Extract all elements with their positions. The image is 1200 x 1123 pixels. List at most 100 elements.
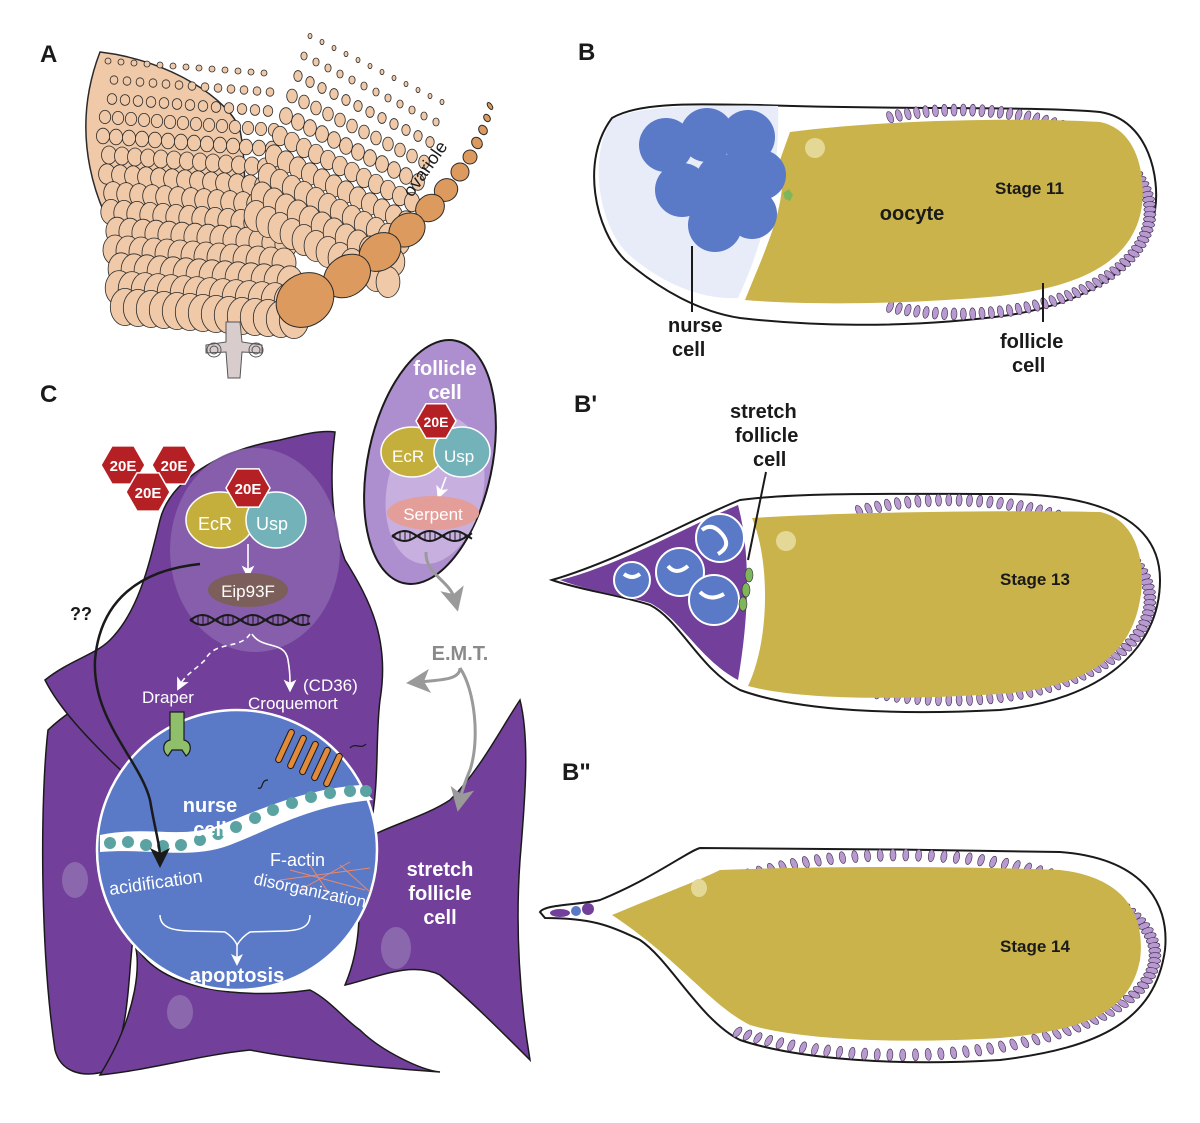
ovary-egg-chambers xyxy=(96,33,445,339)
lysosome xyxy=(175,839,187,851)
stretch-cell-pointer xyxy=(747,471,767,561)
lysosome xyxy=(324,787,336,799)
usp-label: Usp xyxy=(444,447,474,466)
usp-receptor xyxy=(433,426,491,478)
hormone-label: 20E xyxy=(424,414,449,430)
cd36-label: (CD36) xyxy=(303,676,358,695)
panel-c-label: C xyxy=(40,381,57,408)
lysosome xyxy=(344,785,356,797)
lysosome xyxy=(140,839,152,851)
nurse-cell-remnants xyxy=(550,903,594,917)
receptor-complex-stretch: EcR Usp 20E Eip93F xyxy=(185,468,311,627)
hexagon-icon xyxy=(151,445,197,485)
ovary-diagram: ovariole xyxy=(85,33,494,379)
ovariole-chain xyxy=(275,102,494,328)
egg-chamber-stage-11: oocyte Stage 11 nurse cell follicle cell xyxy=(593,103,1158,377)
lysosome xyxy=(230,821,242,833)
actin-filaments xyxy=(279,861,371,896)
stretch-cell-nucleus xyxy=(62,862,88,898)
follicle-cell-label-line2: cell xyxy=(1012,355,1045,377)
free-hormones: 20E 20E 20E xyxy=(100,445,197,512)
panel-b-prime: B' stretch follicle cell Stage 13 xyxy=(548,391,1162,714)
oocyte-nucleus xyxy=(776,531,796,551)
lysosome xyxy=(360,785,372,797)
stretch-label-line2: follicle xyxy=(408,883,471,905)
oocyte-nucleus xyxy=(691,879,707,897)
stage-11-label: Stage 11 xyxy=(995,179,1064,198)
border-cells xyxy=(783,189,793,201)
nurse-cell-body xyxy=(95,708,379,992)
follicle-cell-label-line1: follicle xyxy=(413,358,476,380)
nurse-cell-label-line1: nurse xyxy=(183,795,237,817)
convergence-bracket xyxy=(159,914,311,947)
oocyte-label: oocyte xyxy=(880,203,944,225)
stretch-cell-nucleus xyxy=(381,927,411,969)
usp-label: Usp xyxy=(256,514,288,534)
lysosome xyxy=(305,791,317,803)
stretch-cell-nucleus xyxy=(167,995,193,1029)
emt-arrow-to-right-cell xyxy=(450,667,477,812)
apoptosis-label: apoptosis xyxy=(190,965,284,987)
croquemort-receptor-icon xyxy=(257,728,367,789)
hormone-20e-bound: 20E xyxy=(225,468,271,508)
stretch-label-line3: cell xyxy=(753,449,786,471)
follicle-cell-label-line2: cell xyxy=(428,382,461,404)
ecr-label: EcR xyxy=(198,514,232,534)
oviduct xyxy=(205,321,264,379)
hormone-label: 20E xyxy=(161,458,188,475)
stretch-label-line1: stretch xyxy=(730,401,797,423)
panel-b: B oocyte Stage 11 nurse cell xyxy=(578,39,1158,377)
hormone-20e-bound: 20E xyxy=(415,402,457,440)
draper-label: Draper xyxy=(142,688,194,707)
oocyte xyxy=(748,511,1142,698)
lysosome xyxy=(249,812,261,824)
stage-14-label: Stage 14 xyxy=(1000,937,1070,956)
ecr-label: EcR xyxy=(392,447,424,466)
hormone-20e: 20E xyxy=(125,472,171,512)
croquemort-induction-arrow xyxy=(251,633,297,693)
nurse-cell-label-line2: cell xyxy=(193,819,226,841)
lysosome xyxy=(286,797,298,809)
oocyte xyxy=(745,119,1143,304)
stretch-label-line3: cell xyxy=(423,907,456,929)
lysosome xyxy=(104,837,116,849)
dna-helix-icon xyxy=(391,529,473,543)
oocyte-nucleus xyxy=(805,138,825,158)
usp-receptor xyxy=(245,491,307,549)
egg-chamber-stage-13: Stage 13 xyxy=(548,471,1162,714)
hexagon-icon xyxy=(225,468,271,508)
eip93f-label: Eip93F xyxy=(221,582,275,601)
oocyte xyxy=(612,867,1141,1041)
hormone-20e: 20E xyxy=(100,445,146,485)
hexagon-icon xyxy=(415,402,457,440)
stretch-cell-right xyxy=(343,698,532,1063)
lysosomes xyxy=(104,785,372,852)
croquemort-label: Croquemort xyxy=(248,694,338,713)
serpent-factor xyxy=(387,496,479,530)
egg-chamber-stage-14: Stage 14 xyxy=(538,846,1167,1064)
nurse-cells xyxy=(639,108,786,252)
lysosome xyxy=(122,836,134,848)
panel-b-label: B xyxy=(578,39,595,66)
panel-a-label: A xyxy=(40,41,57,68)
factin-label: F-actin xyxy=(270,850,325,870)
follicle-cell-label-line1: follicle xyxy=(1000,331,1063,353)
stretch-label-line2: follicle xyxy=(735,425,798,447)
follicle-cell: follicle cell EcR Usp 20E Serpent xyxy=(363,339,497,585)
activation-arrow xyxy=(436,476,449,499)
hormone-label: 20E xyxy=(110,458,137,475)
hormone-label: 20E xyxy=(235,481,262,498)
hormone-20e: 20E xyxy=(415,402,457,440)
panel-b-prime-label: B' xyxy=(574,391,597,418)
hormone-label: 20E xyxy=(135,485,162,502)
emt-label: E.M.T. xyxy=(432,643,489,665)
lysosome xyxy=(267,804,279,816)
panel-a: A ovariole xyxy=(40,33,494,379)
dna-helix-icon xyxy=(189,613,311,627)
stretch-follicle-cells-green xyxy=(738,567,754,612)
panel-c: C stretch follicle cell 20E 20E 20E EcR Us… xyxy=(40,339,532,1076)
hormone-20e: 20E xyxy=(151,445,197,485)
stretch-label-line1: stretch xyxy=(407,859,474,881)
nurse-cell-label-line1: nurse xyxy=(668,315,722,337)
